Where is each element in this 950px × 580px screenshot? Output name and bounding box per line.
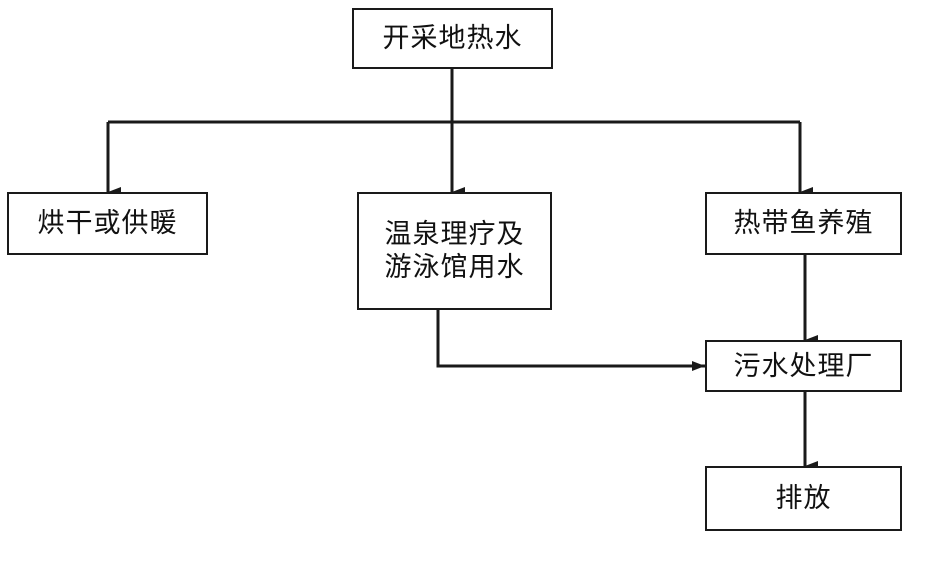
- edge-spa-to-plant: [436, 310, 705, 371]
- node-tropical-fish-farming[interactable]: 热带鱼养殖: [705, 192, 902, 255]
- node-discharge[interactable]: 排放: [705, 466, 902, 531]
- node-wastewater-treatment-plant[interactable]: 污水处理厂: [705, 340, 902, 392]
- node-extract-geothermal-water[interactable]: 开采地热水: [352, 8, 553, 69]
- node-spa-and-swimming-pool-water[interactable]: 温泉理疗及 游泳馆用水: [357, 192, 552, 310]
- node-drying-or-heating[interactable]: 烘干或供暖: [7, 192, 208, 255]
